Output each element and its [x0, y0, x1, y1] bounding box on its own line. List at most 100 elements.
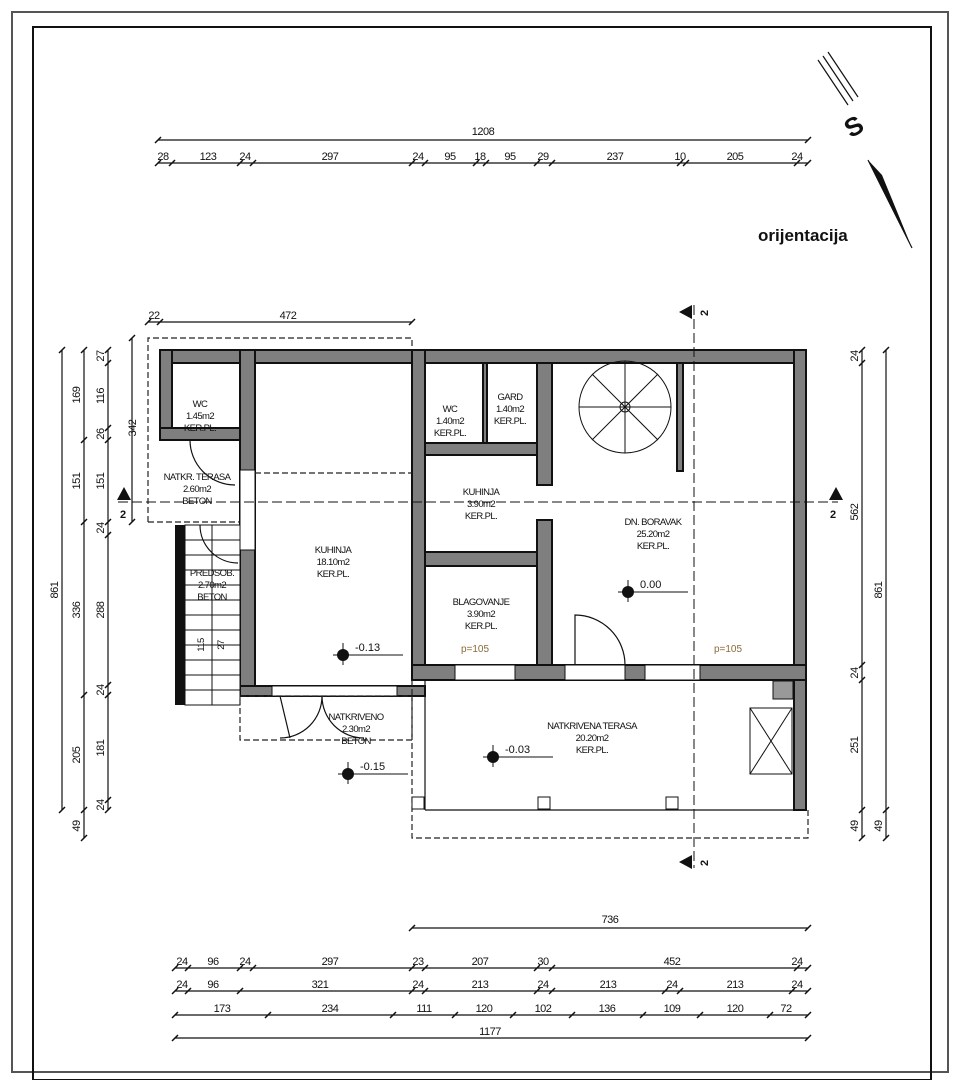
- left-inner-dim: 181: [95, 739, 107, 756]
- section-label-bottom: 2: [699, 860, 711, 866]
- bottom-row1-dim: 24: [791, 956, 803, 968]
- bottom-row2-dim: 24: [791, 979, 803, 991]
- room-area: 18.10m2: [317, 557, 350, 568]
- top-segment-dim: 29: [537, 151, 549, 163]
- bottom-row1-dim: 24: [176, 956, 188, 968]
- section-marker-icon: [117, 305, 843, 869]
- left-middle-dim: 205: [71, 746, 83, 763]
- inner-frame: [32, 26, 932, 1080]
- bottom-row1-dim: 207: [472, 956, 489, 968]
- bottom-row1-dim: 297: [322, 956, 339, 968]
- room-area: 2.30m2: [342, 724, 370, 735]
- room-name: WC: [193, 399, 208, 410]
- terrace-dim: 736: [602, 914, 619, 926]
- section-label-left: 2: [120, 509, 126, 521]
- room-floor: KER.PL.: [465, 511, 497, 522]
- room-area: 3.90m2: [467, 609, 495, 620]
- bottom-row1-dim: 24: [239, 956, 251, 968]
- top-segment-dim: 28: [157, 151, 169, 163]
- level-value: -0.03: [505, 744, 530, 756]
- bottom-row3-dim: 136: [599, 1003, 616, 1015]
- bottom-row2-dim: 321: [312, 979, 329, 991]
- right-inner-dim: 562: [849, 503, 861, 520]
- bottom-row2-dim: 213: [600, 979, 617, 991]
- right-inner-dim: 24: [849, 667, 861, 679]
- bottom-row2-dim: 213: [727, 979, 744, 991]
- top-segment-dim: 237: [607, 151, 624, 163]
- section-label-right: 2: [830, 509, 836, 521]
- level-marker-icon: 0.00: [618, 579, 688, 602]
- right-inner-dim: 24: [849, 350, 861, 362]
- right-outer-dim: 861: [873, 581, 885, 598]
- room-floor: KER.PL.: [184, 423, 216, 434]
- natkriveno-outline: [239, 695, 413, 741]
- bottom-row2-dim: 24: [666, 979, 678, 991]
- room-name: NATKRIVENO: [328, 712, 383, 723]
- room-name: GARD: [497, 392, 523, 403]
- bottom-row1-dim: 23: [412, 956, 424, 968]
- level-marker-icon: -0.15: [338, 761, 408, 784]
- top-segment-dim: 123: [200, 151, 217, 163]
- bottom-row2-dim: 213: [472, 979, 489, 991]
- level-value: -0.13: [355, 642, 380, 654]
- room-name: KUHINJA: [463, 487, 501, 498]
- left-inner-dim: 26: [95, 428, 107, 440]
- outer-frame: [11, 11, 949, 1073]
- left-middle-dim: 49: [71, 820, 83, 832]
- bottom-row3-dim: 173: [214, 1003, 231, 1015]
- level-markers: -0.13 0.00 -0.03 -0.15: [333, 579, 688, 784]
- room-name: KUHINJA: [315, 545, 353, 556]
- left-middle-dim: 169: [71, 386, 83, 403]
- room-area: 2.70m2: [198, 580, 226, 591]
- room-floor: KER.PL.: [576, 745, 608, 756]
- parapet-label: p=105: [461, 644, 490, 655]
- bottom-row2-dim: 96: [207, 979, 219, 991]
- left-middle-dim: 151: [71, 472, 83, 489]
- windows: [239, 469, 701, 697]
- bottom-row3-dim: 111: [416, 1003, 432, 1015]
- terrace-outline: [411, 680, 809, 839]
- level-value: 0.00: [640, 579, 661, 591]
- left-outer-dim: 861: [49, 581, 61, 598]
- room-area: 2.60m2: [183, 484, 211, 495]
- north-arrow-icon: S: [817, 51, 913, 249]
- left-middle-dim: 336: [71, 601, 83, 618]
- left-inner-dim: 24: [95, 684, 107, 696]
- annex-depth-dim: 342: [127, 419, 139, 436]
- room-floor: KER.PL.: [637, 541, 669, 552]
- top-segment-dim: 95: [504, 151, 516, 163]
- spiral-staircase: [578, 360, 672, 454]
- north-letter: S: [839, 109, 869, 144]
- chimney: [749, 680, 794, 775]
- top-segment-dim: 24: [412, 151, 424, 163]
- room-floor: KER.PL.: [317, 569, 349, 580]
- room-area: 25.20m2: [637, 529, 670, 540]
- level-marker-icon: -0.03: [483, 744, 553, 767]
- top-segment-dim: 205: [727, 151, 744, 163]
- room-name: WC: [443, 404, 458, 415]
- annex-outline: [147, 337, 413, 522]
- left-inner-dim: 24: [95, 522, 107, 534]
- stairs: [184, 524, 241, 706]
- top-segment-dim: 24: [791, 151, 803, 163]
- doors: [189, 439, 626, 739]
- section-label-top: 2: [699, 310, 711, 316]
- bottom-row3-dim: 72: [780, 1003, 792, 1015]
- left-inner-dim: 27: [95, 350, 107, 362]
- bottom-row3-dim: 120: [476, 1003, 493, 1015]
- bottom-row3-dim: 102: [535, 1003, 552, 1015]
- left-inner-dim: 116: [95, 388, 107, 404]
- bottom-row2-dim: 24: [412, 979, 424, 991]
- room-name: BLAGOVANJE: [453, 597, 510, 608]
